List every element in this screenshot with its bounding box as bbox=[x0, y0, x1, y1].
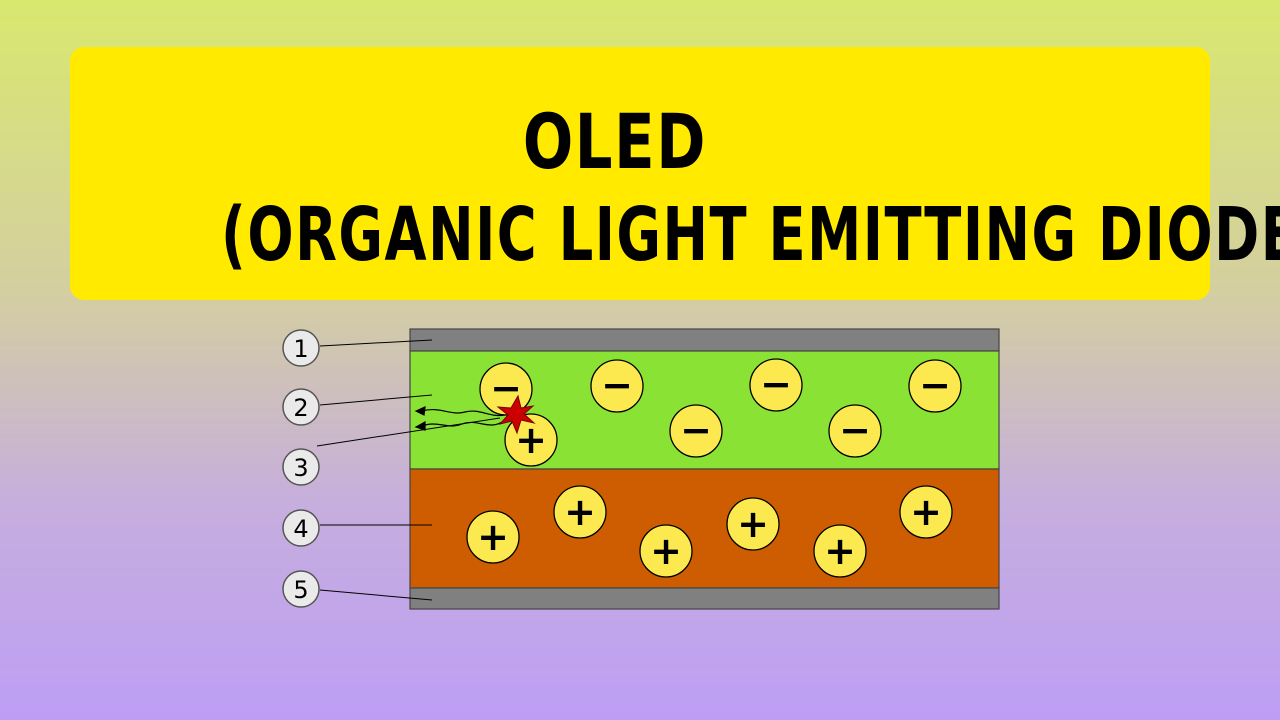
svg-text:+: + bbox=[564, 490, 596, 534]
hole: + bbox=[726, 497, 780, 551]
hole: + bbox=[639, 524, 693, 578]
electron: − bbox=[908, 359, 962, 413]
label-circle-5 bbox=[282, 570, 320, 608]
svg-text:−: − bbox=[919, 363, 951, 407]
recombination-star-icon bbox=[496, 394, 536, 435]
label-5: 5 bbox=[293, 576, 308, 604]
emitted-light-waves bbox=[414, 406, 506, 431]
electron: − bbox=[669, 404, 723, 458]
label-circle-3 bbox=[282, 448, 320, 486]
svg-text:+: + bbox=[477, 515, 509, 559]
hole: + bbox=[553, 485, 607, 539]
svg-text:−: − bbox=[760, 362, 792, 406]
label-circle-1 bbox=[282, 329, 320, 367]
svg-text:−: − bbox=[839, 408, 871, 452]
hole: + bbox=[813, 524, 867, 578]
label-4: 4 bbox=[293, 515, 308, 543]
label-3: 3 bbox=[293, 454, 308, 482]
title-banner: OLED (ORGANIC LIGHT EMITTING DIODE) bbox=[70, 47, 1280, 300]
svg-text:+: + bbox=[910, 490, 942, 534]
leader-line-5 bbox=[319, 589, 433, 601]
anode-layer bbox=[409, 587, 1000, 610]
label-circle-2 bbox=[282, 388, 320, 426]
svg-text:+: + bbox=[824, 529, 856, 573]
electron: − bbox=[590, 359, 644, 413]
svg-text:−: − bbox=[601, 363, 633, 407]
hole: + bbox=[899, 485, 953, 539]
hole: + bbox=[466, 510, 520, 564]
electron: − bbox=[749, 358, 803, 412]
label-2: 2 bbox=[293, 394, 308, 422]
leader-line-1 bbox=[319, 339, 433, 347]
svg-text:+: + bbox=[737, 502, 769, 546]
label-circle-4 bbox=[282, 509, 320, 547]
cathode-layer bbox=[409, 328, 1000, 352]
svg-text:−: − bbox=[680, 408, 712, 452]
svg-text:+: + bbox=[650, 529, 682, 573]
svg-text:+: + bbox=[515, 418, 547, 462]
label-1: 1 bbox=[293, 335, 308, 363]
electron: − bbox=[828, 404, 882, 458]
leader-line-2 bbox=[319, 394, 433, 406]
title-main: OLED bbox=[522, 97, 707, 186]
